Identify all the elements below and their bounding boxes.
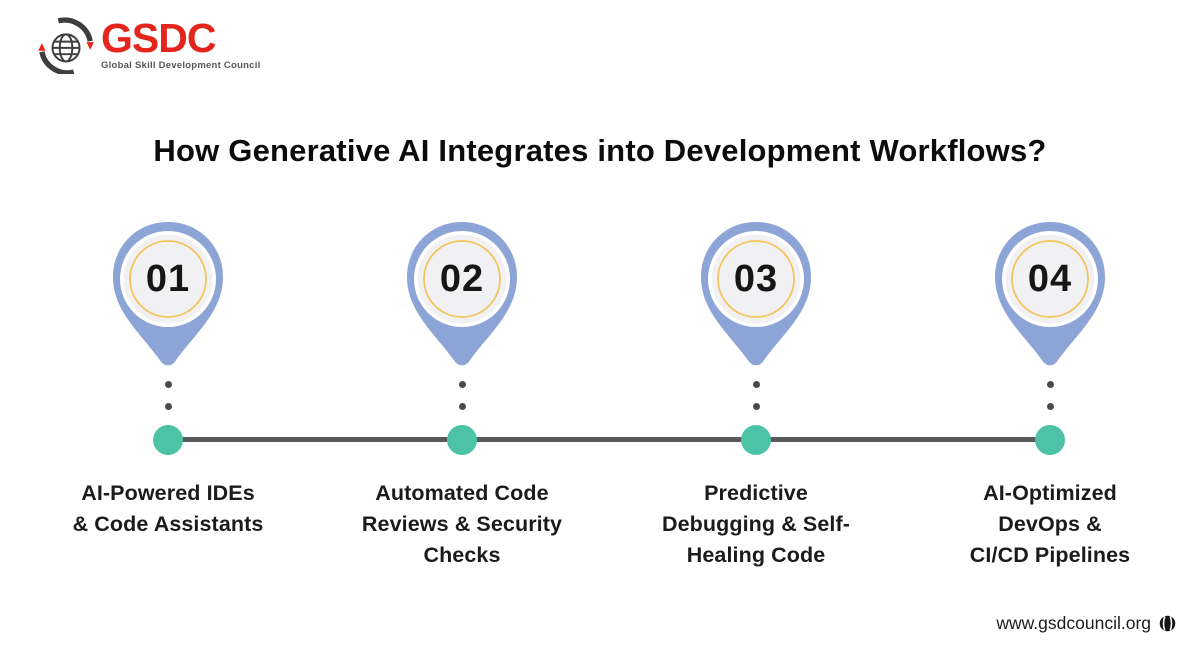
footer: www.gsdcouncil.org — [996, 613, 1176, 634]
connector-dots — [1046, 381, 1054, 410]
step-pin: 03 — [701, 222, 811, 368]
gsdc-logo: GSDC Global Skill Development Council — [38, 16, 261, 74]
step-number: 04 — [1027, 257, 1073, 300]
logo-text: GSDC Global Skill Development Council — [101, 14, 261, 72]
connector-dot — [752, 381, 760, 388]
pin-shape — [407, 222, 517, 366]
step-pin: 01 — [113, 222, 223, 368]
timeline-node — [153, 425, 183, 455]
timeline-node — [741, 425, 771, 455]
step-pin: 02 — [407, 222, 517, 368]
pin-shape — [701, 222, 811, 366]
globe-icon — [1159, 615, 1176, 632]
workflow-step-1: 01 AI-Powered IDEs & Code Assistants — [21, 222, 315, 571]
pin-shape — [995, 222, 1105, 366]
timeline-steps: 01 AI-Powered IDEs & Code Assistants 02 — [21, 222, 1197, 571]
timeline-line — [168, 437, 1048, 442]
connector-dot — [164, 403, 172, 410]
connector-dot — [164, 381, 172, 388]
logo-name: GSDC — [101, 14, 216, 61]
timeline-node — [447, 425, 477, 455]
workflow-step-2: 02 Automated Code Reviews & Security Che… — [315, 222, 609, 571]
step-label: Predictive Debugging & Self- Healing Cod… — [661, 481, 851, 567]
connector-dot — [1046, 403, 1054, 410]
step-number: 02 — [439, 257, 485, 300]
step-label: AI-Optimized DevOps & CI/CD Pipelines — [969, 481, 1131, 567]
step-pin: 04 — [995, 222, 1105, 368]
timeline-node — [1035, 425, 1065, 455]
connector-dots — [164, 381, 172, 410]
connector-dot — [1046, 381, 1054, 388]
workflow-step-4: 04 AI-Optimized DevOps & CI/CD Pipelines — [903, 222, 1197, 571]
connector-dots — [458, 381, 466, 410]
step-number: 03 — [733, 257, 779, 300]
globe-arrows-icon — [38, 17, 94, 74]
step-label: AI-Powered IDEs & Code Assistants — [72, 481, 264, 536]
step-number: 01 — [145, 257, 191, 300]
logo-tagline: Global Skill Development Council — [101, 60, 261, 72]
connector-dot — [458, 403, 466, 410]
pin-shape — [113, 222, 223, 366]
connector-dot — [752, 403, 760, 410]
step-label: Automated Code Reviews & Security Checks — [361, 481, 563, 567]
connector-dots — [752, 381, 760, 410]
page-title: How Generative AI Integrates into Develo… — [153, 133, 1047, 168]
workflow-step-3: 03 Predictive Debugging & Self- Healing … — [609, 222, 903, 571]
website-url: www.gsdcouncil.org — [996, 613, 1151, 633]
connector-dot — [458, 381, 466, 388]
